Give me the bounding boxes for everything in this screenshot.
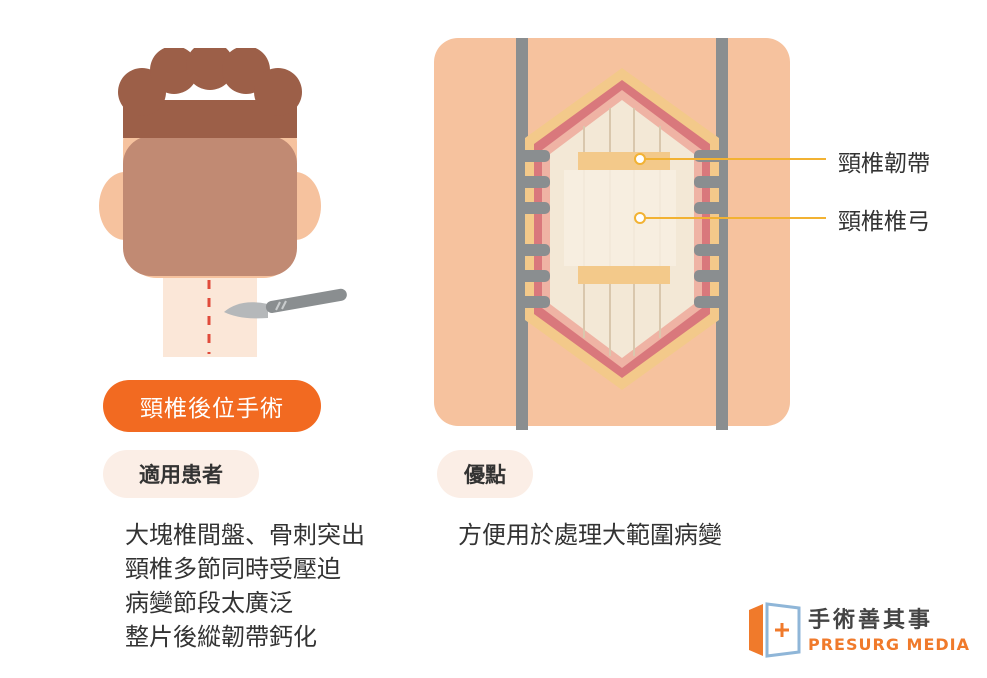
logo-name-en: PRESURG MEDIA [808,635,970,654]
cervical-spine-illustration [434,38,790,430]
retractor-hooks [520,150,724,308]
scalpel-icon [224,288,347,319]
callout-ligament-label: 頸椎韌帶 [838,151,930,177]
patients-list-item: 病變節段太廣泛 [125,589,293,617]
callout-lamina-label: 頸椎椎弓 [838,209,930,235]
logo-name-cn: 手術善其事 [808,608,934,633]
ligament-band-lower [578,266,670,284]
patients-list-item: 頸椎多節同時受壓迫 [125,555,341,583]
advantages-heading: 優點 [437,450,533,498]
patients-list: 大塊椎間盤、骨刺突出 頸椎多節同時受壓迫 病變節段太廣泛 整片後縱韌帶鈣化 [125,518,365,654]
ligament-band-upper [578,152,670,170]
presurg-logo-icon [749,602,801,658]
hair-fade [123,136,297,276]
posterior-head-illustration [99,48,347,357]
patients-list-item: 整片後縱韌帶鈣化 [125,623,317,651]
procedure-title: 頸椎後位手術 [103,380,321,432]
left-rail [516,38,528,430]
hair-top [118,48,302,138]
right-rail [716,38,728,430]
patients-heading: 適用患者 [103,450,259,498]
patients-list-item: 大塊椎間盤、骨刺突出 [125,521,365,549]
advantages-text: 方便用於處理大範圍病變 [458,521,722,549]
